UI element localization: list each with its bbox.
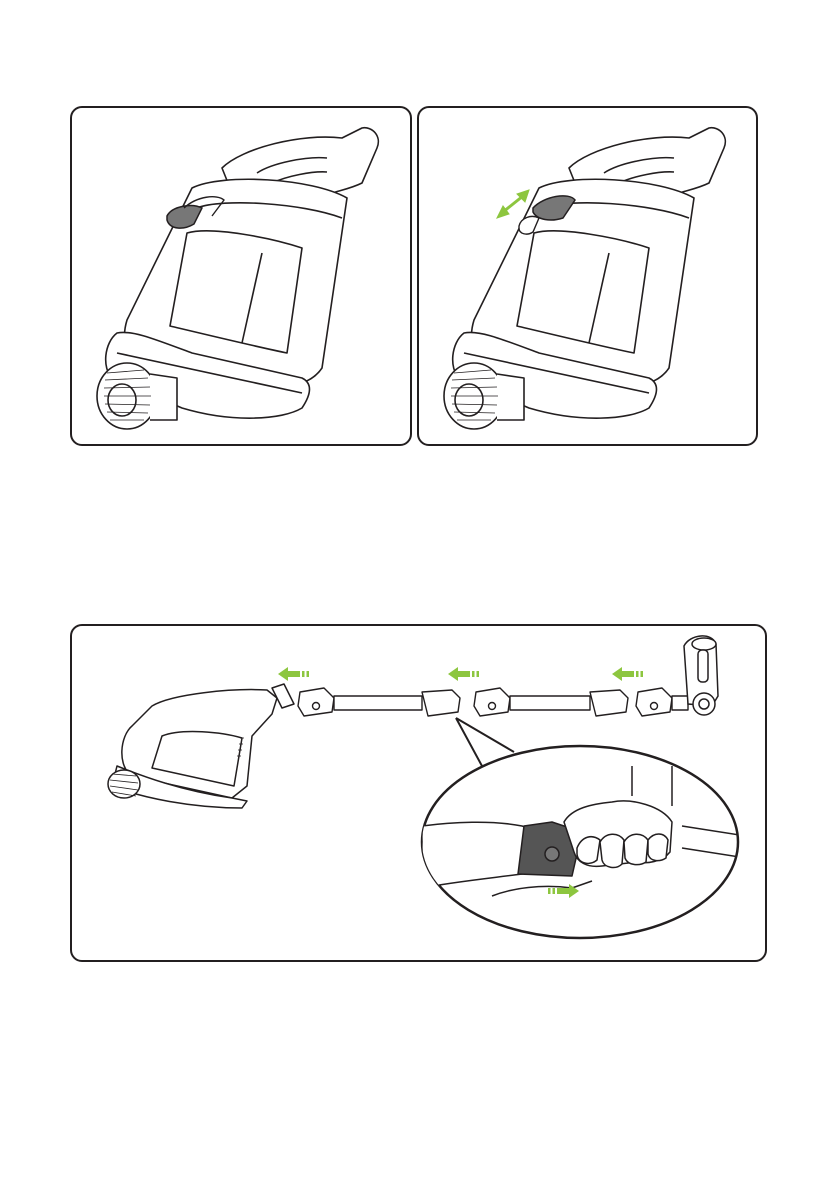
assembly-illustration: [72, 626, 767, 962]
figure-panel-assembly: [70, 624, 767, 962]
figure-panel-slide-button: [417, 106, 758, 446]
arrow-left-icon: [278, 667, 643, 681]
hand-illustration: [564, 801, 672, 868]
zoom-detail-illustration: [422, 746, 767, 938]
figure-panel-release-button: [70, 106, 412, 446]
double-arrow-icon: [497, 190, 529, 218]
handheld-vacuum-illustration: [419, 108, 758, 446]
handheld-vacuum-illustration: [72, 108, 412, 446]
floor-head-illustration: [684, 636, 718, 715]
